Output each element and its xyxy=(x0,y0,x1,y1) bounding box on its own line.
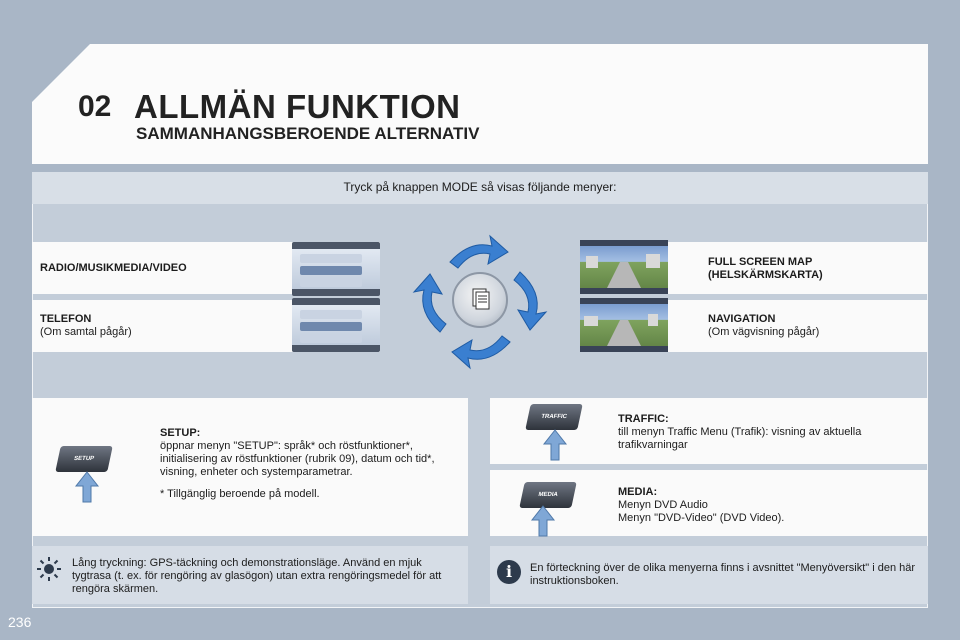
finger-press-icon xyxy=(542,429,568,461)
menu-label-telefon: TELEFON (Om samtal pågår) xyxy=(40,313,132,339)
traffic-title: TRAFFIC: xyxy=(618,413,669,425)
note-left xyxy=(32,546,468,604)
traffic-button-label: TRAFFIC xyxy=(540,414,568,420)
info-icon: i xyxy=(497,560,521,584)
menu-label-radio: RADIO/MUSIKMEDIA/VIDEO xyxy=(40,262,187,275)
cycle-arrow-icon xyxy=(412,234,548,370)
media-line-2: Menyn "DVD-Video" (DVD Video). xyxy=(618,512,785,524)
note-right-text: En förteckning över de olika menyerna fi… xyxy=(530,562,916,587)
setup-title: SETUP: xyxy=(160,427,201,439)
note-right xyxy=(490,546,928,604)
chapter-title: ALLMÄN FUNKTION xyxy=(134,88,461,125)
menu-detail-fullmap: (HELSKÄRMSKARTA) xyxy=(708,269,823,281)
setup-description: öppnar menyn "SETUP": språk* och röstfun… xyxy=(160,440,435,478)
menu-detail-navigation: (Om vägvisning pågår) xyxy=(708,326,820,338)
setup-button-icon: SETUP xyxy=(55,446,113,472)
menu-title-radio: RADIO/MUSIKMEDIA/VIDEO xyxy=(40,262,187,274)
media-line-1: Menyn DVD Audio xyxy=(618,499,708,511)
intro-band xyxy=(32,172,928,204)
sun-icon xyxy=(37,557,61,581)
menu-title-navigation: NAVIGATION xyxy=(708,313,776,325)
note-left-text: Lång tryckning: GPS-täckning och demonst… xyxy=(72,557,442,595)
telefon-screen-thumbnail xyxy=(292,298,380,352)
chapter-number: 02 xyxy=(78,90,112,123)
radio-screen-thumbnail xyxy=(292,242,380,296)
menu-detail-telefon: (Om samtal pågår) xyxy=(40,326,132,338)
media-text: MEDIA: Menyn DVD Audio Menyn "DVD-Video"… xyxy=(618,486,918,525)
header-panel xyxy=(32,44,928,164)
media-title: MEDIA: xyxy=(618,486,658,498)
menu-label-fullmap: FULL SCREEN MAP (HELSKÄRMSKARTA) xyxy=(708,256,823,282)
mode-page-icon xyxy=(472,288,490,310)
traffic-text: TRAFFIC: till menyn Traffic Menu (Trafik… xyxy=(618,413,918,452)
menu-label-navigation: NAVIGATION (Om vägvisning pågår) xyxy=(708,313,819,339)
traffic-button-icon: TRAFFIC xyxy=(525,404,583,430)
navigation-screen-thumbnail xyxy=(580,298,668,352)
finger-press-icon xyxy=(74,471,100,503)
setup-text: SETUP: öppnar menyn "SETUP": språk* och … xyxy=(160,427,460,479)
menu-title-fullmap: FULL SCREEN MAP xyxy=(708,256,813,268)
section-subtitle: SAMMANHANGSBEROENDE ALTERNATIV xyxy=(136,124,480,143)
traffic-description: till menyn Traffic Menu (Trafik): visnin… xyxy=(618,426,862,451)
fullmap-screen-thumbnail xyxy=(580,240,668,294)
media-button-label: MEDIA xyxy=(537,492,559,498)
setup-button-label: SETUP xyxy=(73,456,95,462)
finger-press-icon xyxy=(530,505,556,537)
intro-text: Tryck på knappen MODE så visas följande … xyxy=(343,180,617,194)
menu-title-telefon: TELEFON xyxy=(40,313,92,325)
page-number: 236 xyxy=(8,614,32,630)
setup-footnote: * Tillgänglig beroende på modell. xyxy=(160,488,320,500)
